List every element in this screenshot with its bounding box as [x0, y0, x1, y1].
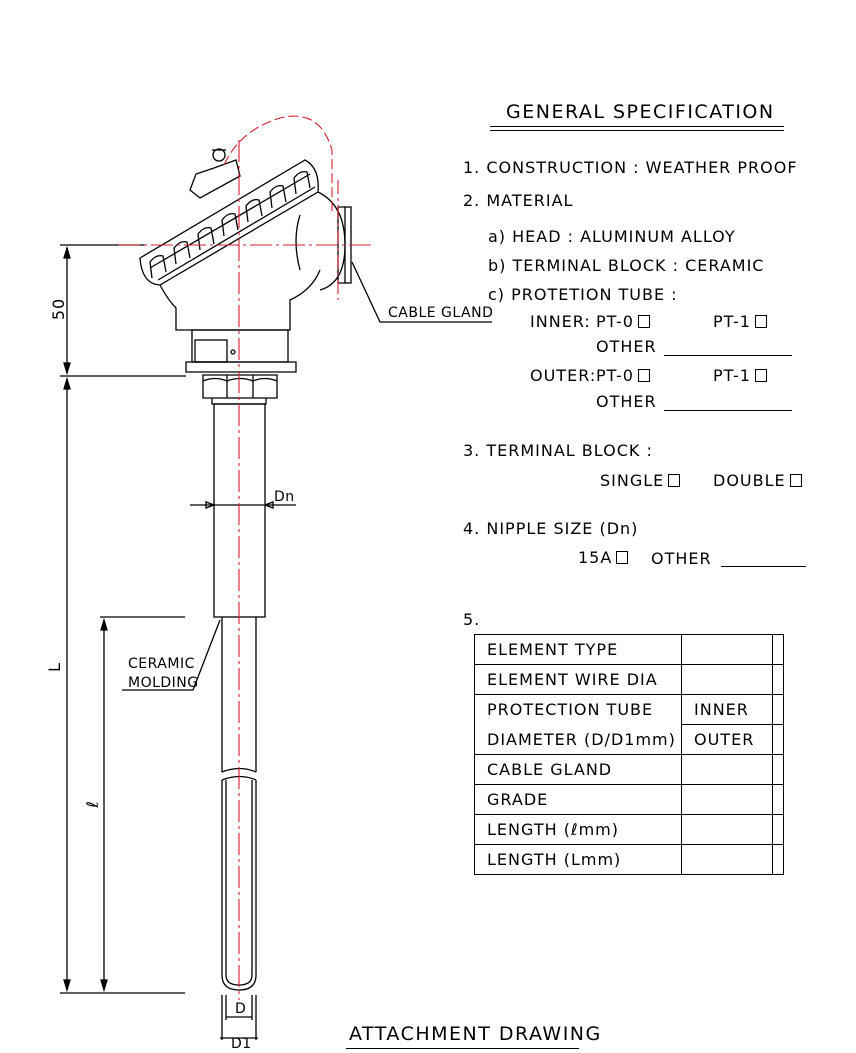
- table-cell[interactable]: [772, 754, 784, 785]
- outer-pt1[interactable]: PT-1: [713, 367, 767, 385]
- spec-item-terminal-material: b) TERMINAL BLOCK : CERAMIC: [488, 256, 765, 275]
- molding-label: MOLDING: [128, 675, 199, 691]
- table-row: PROTECTION TUBE INNER: [474, 694, 784, 725]
- table-row: LENGTH (ℓmm): [474, 814, 784, 845]
- table-row: ELEMENT WIRE DIA: [474, 664, 784, 695]
- grade-label: GRADE: [474, 784, 682, 815]
- dimension-d-label: D: [235, 1001, 247, 1017]
- length-l-small-label: LENGTH (ℓmm): [474, 814, 682, 845]
- nipple-other-field[interactable]: [721, 566, 806, 567]
- cable-gland-leader: [351, 261, 492, 323]
- wire: [223, 115, 333, 215]
- spec-item-material: 2. MATERIAL: [463, 191, 574, 210]
- size-15a-checkbox[interactable]: [616, 551, 629, 564]
- cable-gland-label: CABLE GLAND: [388, 305, 494, 321]
- spec-title-underline: [490, 126, 784, 127]
- table-cell[interactable]: [772, 664, 784, 695]
- spec-title-underline-2: [490, 130, 784, 131]
- inner-pt1-label: PT-1: [713, 312, 751, 331]
- dimension-50: [60, 244, 186, 377]
- hex-nut: [202, 374, 278, 405]
- outer-other-field[interactable]: [664, 410, 792, 411]
- double-checkbox[interactable]: [789, 474, 802, 487]
- table-cell[interactable]: [772, 784, 784, 815]
- spec-title: GENERAL SPECIFICATION: [506, 101, 775, 123]
- inner-other-field[interactable]: [664, 355, 792, 356]
- spec-item-nipple-size: 4. NIPPLE SIZE (Dn): [463, 519, 639, 538]
- inner-diameter-value[interactable]: [772, 694, 784, 725]
- outer-label: OUTER:: [530, 366, 597, 385]
- spec-item-terminal-block: 3. TERMINAL BLOCK :: [463, 441, 653, 460]
- table-row: ELEMENT TYPE: [474, 634, 784, 665]
- outer-diameter-value[interactable]: [772, 724, 784, 755]
- element-type-value[interactable]: [681, 634, 773, 665]
- table-row: LENGTH (Lmm): [474, 844, 784, 875]
- element-wire-dia-value[interactable]: [681, 664, 773, 695]
- dimension-d: [220, 995, 258, 1040]
- table-row: DIAMETER (D/D1mm) OUTER: [474, 724, 784, 755]
- dimension-dn: [190, 501, 296, 509]
- protection-tube-label: PROTECTION TUBE: [474, 694, 682, 725]
- dimension-L-label: L: [44, 662, 64, 672]
- inner-pt0[interactable]: PT-0: [596, 313, 650, 331]
- dimension-dn-label: Dn: [274, 489, 295, 505]
- double-label: DOUBLE: [713, 471, 786, 490]
- terminal-head: [139, 148, 352, 373]
- spec-item-construction: 1. CONSTRUCTION : WEATHER PROOF: [463, 158, 798, 177]
- inner-other-label: OTHER: [596, 337, 657, 356]
- outer-pt0-checkbox[interactable]: [637, 369, 650, 382]
- dimension-l: [100, 616, 185, 993]
- diameter-label: DIAMETER (D/D1mm): [474, 724, 682, 755]
- dimension-L: [60, 376, 185, 994]
- outer-pt0[interactable]: PT-0: [596, 367, 650, 385]
- inner-label: INNER:: [530, 312, 591, 331]
- table-cell[interactable]: [772, 814, 784, 845]
- inner-pt1-checkbox[interactable]: [754, 315, 767, 328]
- table-row: GRADE: [474, 784, 784, 815]
- single-checkbox[interactable]: [668, 474, 681, 487]
- element-type-label: ELEMENT TYPE: [474, 634, 682, 665]
- size-15a-option[interactable]: 15A: [578, 548, 629, 567]
- caption-underline: [346, 1048, 579, 1049]
- dimension-d1-label: D1: [231, 1036, 252, 1052]
- inner-pt0-checkbox[interactable]: [637, 315, 650, 328]
- inner-diameter-label: INNER: [681, 694, 773, 725]
- table-cell[interactable]: [772, 634, 784, 665]
- outer-pt1-checkbox[interactable]: [754, 369, 767, 382]
- single-label: SINGLE: [600, 471, 665, 490]
- nipple-other-label: OTHER: [651, 549, 712, 568]
- dimension-l-label: ℓ: [82, 800, 102, 808]
- ceramic-label: CERAMIC: [128, 656, 195, 672]
- spec-item-protection-tube: c) PROTETION TUBE :: [488, 285, 678, 304]
- spec-item-head: a) HEAD : ALUMINUM ALLOY: [488, 227, 736, 246]
- length-l-small-value[interactable]: [681, 814, 773, 845]
- ceramic-leader: [122, 619, 221, 691]
- outer-other-label: OTHER: [596, 392, 657, 411]
- inner-pt1[interactable]: PT-1: [713, 313, 767, 331]
- table-cell[interactable]: [772, 844, 784, 875]
- size-15a-label: 15A: [578, 548, 613, 567]
- cable-gland-value[interactable]: [681, 754, 773, 785]
- cable-gland-row-label: CABLE GLAND: [474, 754, 682, 785]
- inner-pt0-label: PT-0: [596, 312, 634, 331]
- length-l-label: LENGTH (Lmm): [474, 844, 682, 875]
- outer-pt0-label: PT-0: [596, 366, 634, 385]
- double-option[interactable]: DOUBLE: [713, 472, 802, 490]
- dimension-50-label: 50: [49, 297, 69, 321]
- spec-item-5: 5.: [463, 610, 481, 629]
- outer-diameter-label: OUTER: [681, 724, 773, 755]
- table-row: CABLE GLAND: [474, 754, 784, 785]
- grade-value[interactable]: [681, 784, 773, 815]
- single-option[interactable]: SINGLE: [600, 471, 681, 490]
- spec-table: ELEMENT TYPE ELEMENT WIRE DIA PROTECTION…: [474, 634, 784, 875]
- attachment-drawing-caption: ATTACHMENT DRAWING: [349, 1023, 602, 1045]
- length-l-value[interactable]: [681, 844, 773, 875]
- outer-pt1-label: PT-1: [713, 366, 751, 385]
- element-wire-dia-label: ELEMENT WIRE DIA: [474, 664, 682, 695]
